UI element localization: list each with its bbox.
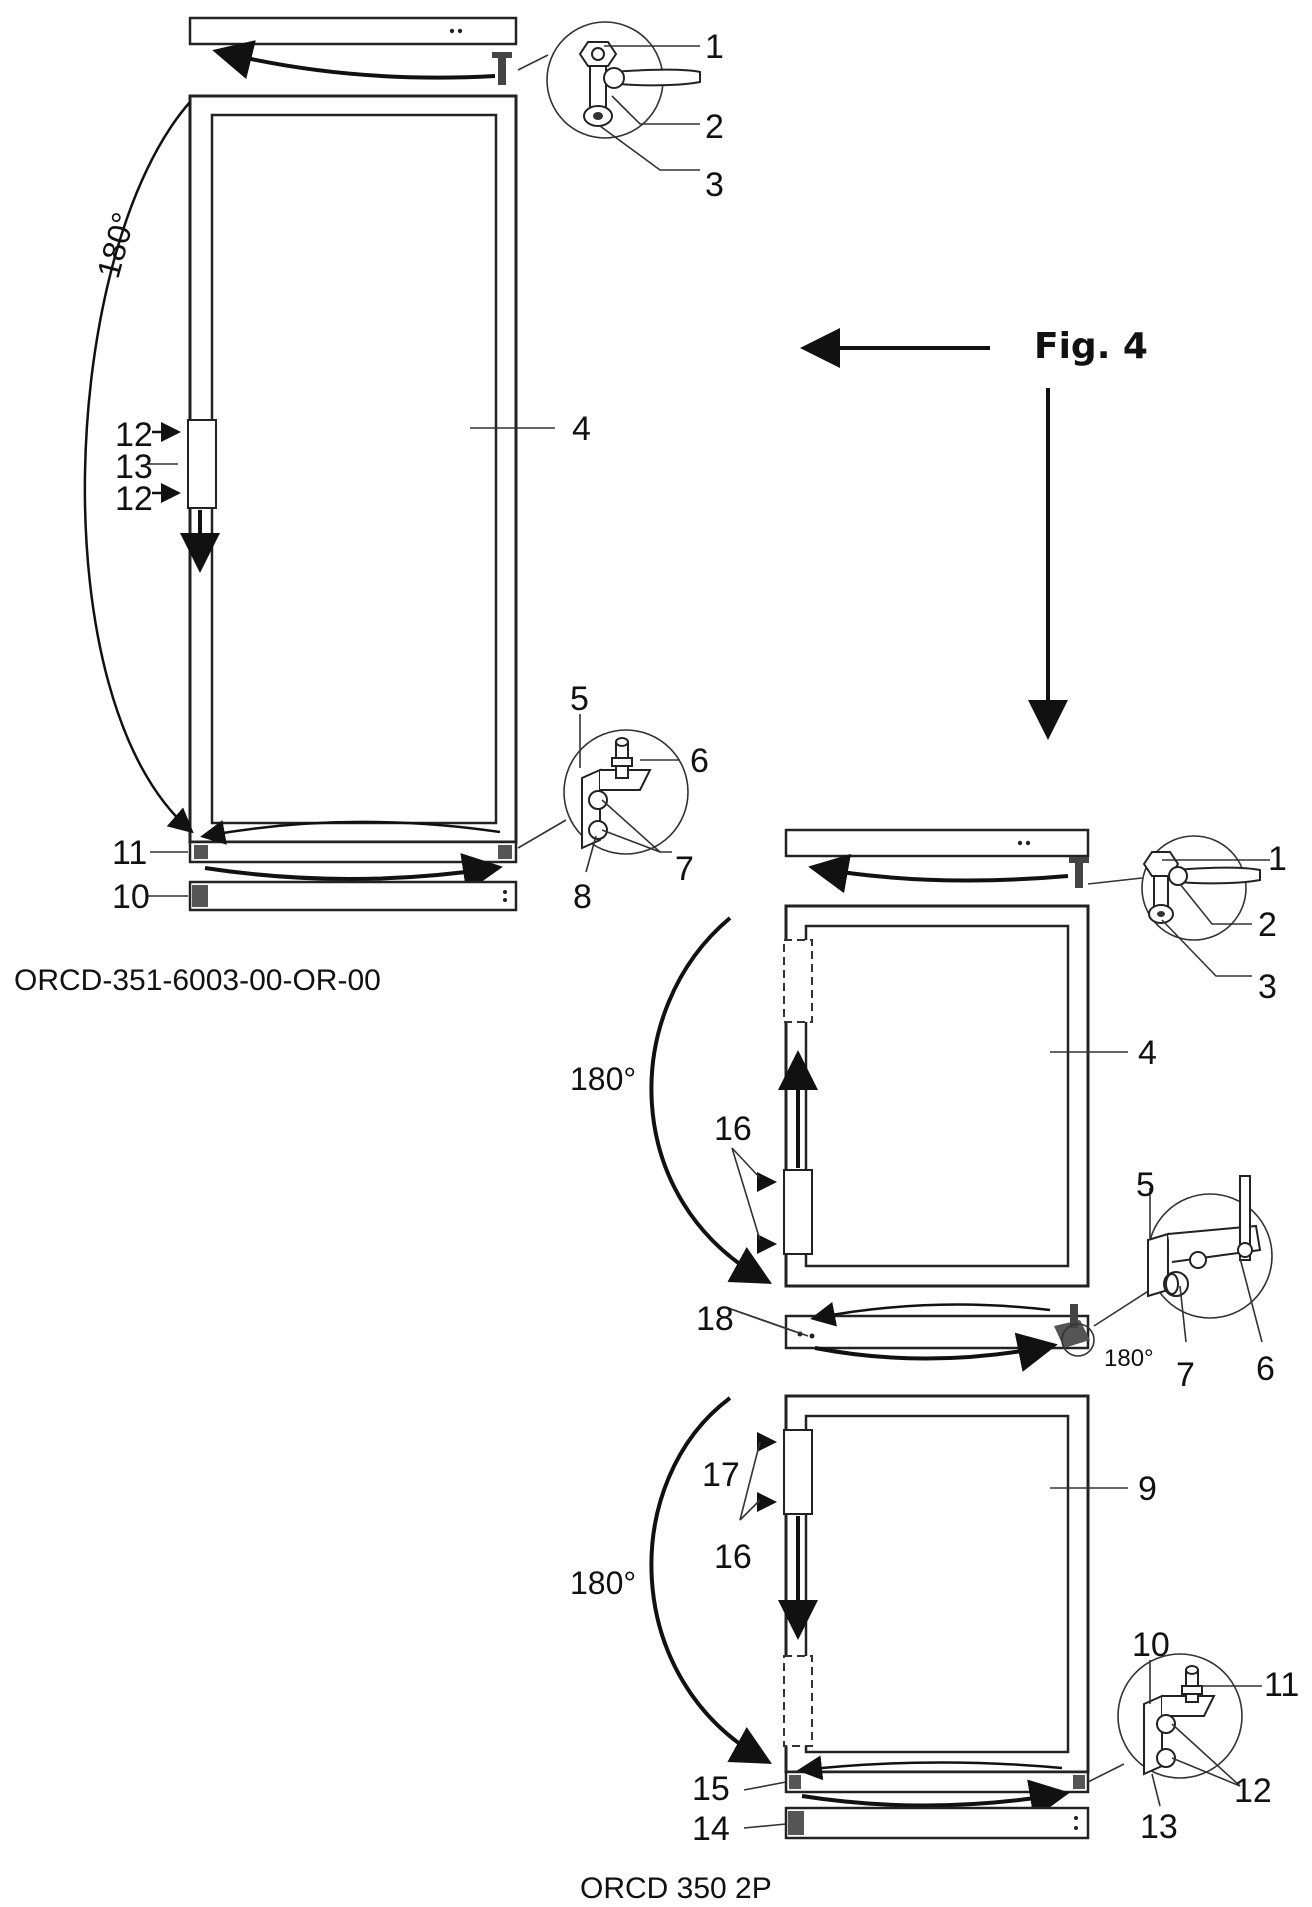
right-lower-door-panel <box>804 1414 1070 1754</box>
right-callout-13: 13 <box>1140 1808 1178 1846</box>
left-top-hinge-pin <box>498 55 506 85</box>
left-door-panel <box>210 113 498 825</box>
right-middle-bar-arrow-bottom <box>814 1332 1058 1372</box>
right-upper-rotation-arc <box>649 916 773 1284</box>
left-plinth-mark <box>192 885 208 907</box>
left-top-hinge-pin-head <box>492 52 512 58</box>
right-callout-15: 15 <box>692 1770 730 1808</box>
right-callout-6: 6 <box>1256 1350 1275 1388</box>
left-appliance: 180° <box>83 16 701 912</box>
right-middle-bar-arrow-top <box>810 1301 1051 1327</box>
right-lower-hinge <box>783 1429 813 1515</box>
left-callout-6: 6 <box>690 742 709 780</box>
left-bottom-bar-mark <box>194 845 208 859</box>
right-bottom-bar <box>784 1770 1090 1794</box>
left-bottom-bar-arrow-bottom <box>204 853 503 893</box>
right-bottom-bar-arrow-top <box>797 1755 1063 1781</box>
left-callout-2: 2 <box>705 108 724 146</box>
right-lower-angle-label: 180° <box>570 1565 636 1601</box>
left-callout-13: 13 <box>115 448 153 486</box>
right-callout-10: 10 <box>1132 1626 1170 1664</box>
left-callout-1: 1 <box>705 28 724 66</box>
right-top-cover <box>784 828 1090 858</box>
right-callout-5: 5 <box>1136 1166 1155 1204</box>
left-bottom-bar-mark <box>498 845 512 859</box>
right-callout-18: 18 <box>696 1300 734 1338</box>
left-angle-label: 180° <box>90 209 142 282</box>
right-bottom-hinge-zoom <box>1087 1653 1243 1783</box>
right-callout-14: 14 <box>692 1810 730 1848</box>
left-callout-7: 7 <box>675 850 694 888</box>
right-callout-4: 4 <box>1138 1034 1157 1072</box>
right-callout-16a: 16 <box>714 1110 752 1148</box>
left-callout-leaders <box>148 45 700 897</box>
right-upper-angle-label: 180° <box>570 1061 636 1097</box>
right-top-cover-arrow <box>808 853 1069 894</box>
right-callout-16b: 16 <box>714 1538 752 1576</box>
right-bottom-bar-arrow-bottom <box>801 1779 1070 1819</box>
left-callout-5: 5 <box>570 680 589 718</box>
right-middle-hinge-zoom <box>1093 1175 1273 1327</box>
right-middle-angle-label: 180° <box>1104 1345 1154 1372</box>
left-top-cover-hole <box>449 28 455 34</box>
left-callout-12a: 12 <box>115 416 153 454</box>
right-upper-door-panel <box>804 924 1070 1268</box>
left-rotation-arc <box>83 101 194 834</box>
right-callout-11: 11 <box>1264 1666 1299 1704</box>
left-top-cover-hole <box>457 28 463 34</box>
right-callout-17: 17 <box>702 1456 740 1494</box>
right-lower-hinge-target <box>783 1655 813 1747</box>
right-upper-hinge <box>783 1169 813 1255</box>
left-bottom-hinge-zoom <box>517 729 689 855</box>
right-callout-12: 12 <box>1234 1772 1272 1810</box>
right-lower-rotation-arc <box>649 1396 773 1764</box>
right-middle-bar <box>784 1314 1090 1350</box>
left-middle-hinge <box>187 419 217 509</box>
left-callout-4: 4 <box>572 410 591 448</box>
left-callout-10: 10 <box>112 878 150 916</box>
right-top-hinge-zoom <box>1087 835 1261 941</box>
left-bottom-bar-arrow-top <box>200 820 501 845</box>
right-upper-hinge-target <box>783 939 813 1023</box>
right-callout-2: 2 <box>1258 906 1277 944</box>
left-top-cover <box>188 16 518 46</box>
right-callout-leaders <box>727 859 1270 1829</box>
right-model-label: ORCD 350 2P <box>580 1872 772 1905</box>
right-plinth <box>784 1806 1090 1840</box>
right-appliance: 180° 180° <box>570 828 1273 1840</box>
figure-label: Fig. 4 <box>1034 326 1148 367</box>
left-model-label: ORCD-351-6003-00-OR-00 <box>14 964 381 997</box>
left-callout-12b: 12 <box>115 480 153 518</box>
left-plinth <box>188 880 518 912</box>
left-bottom-bar <box>188 840 518 864</box>
right-callout-9: 9 <box>1138 1470 1157 1508</box>
left-callout-3: 3 <box>705 166 724 204</box>
right-callout-3: 3 <box>1258 968 1277 1006</box>
left-top-hinge-zoom <box>517 21 701 139</box>
right-callout-1: 1 <box>1268 840 1287 878</box>
left-callout-11: 11 <box>112 834 147 872</box>
left-callout-8: 8 <box>573 878 592 916</box>
left-top-cover-arrow <box>212 40 496 80</box>
right-callout-7: 7 <box>1176 1356 1195 1394</box>
right-middle-hinge-plate <box>1054 1320 1090 1348</box>
